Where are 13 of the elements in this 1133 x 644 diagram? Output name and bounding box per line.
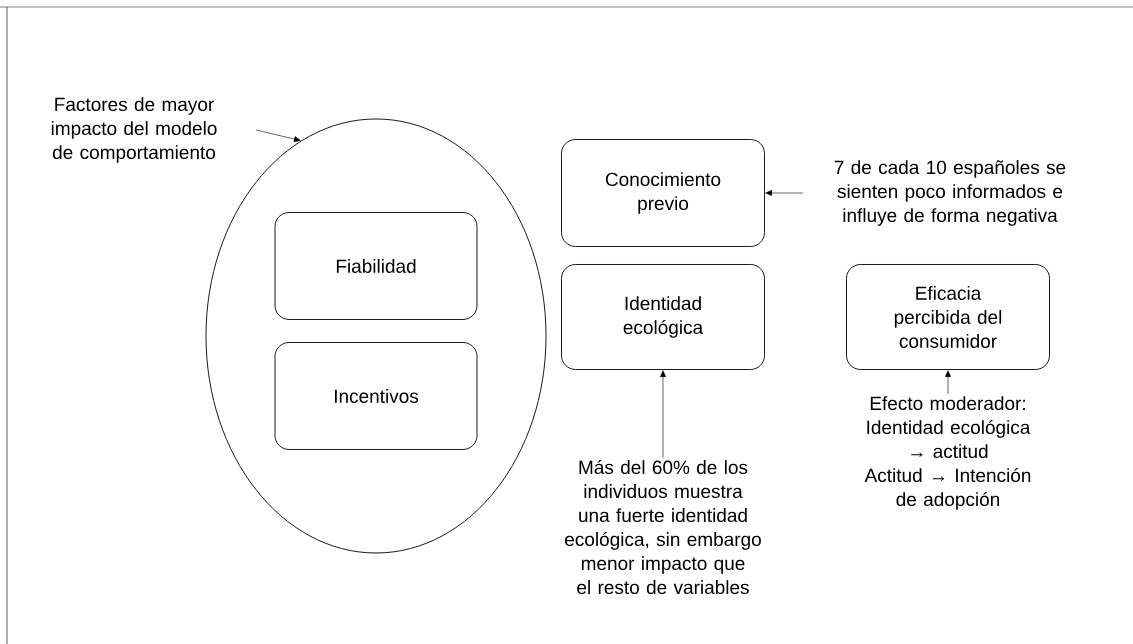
- rounded-box: Conocimiento previo: [561, 139, 765, 247]
- text-annotation: Factores de mayor impacto del modelo de comportamiento: [51, 97, 217, 163]
- arrow: [660, 370, 666, 458]
- rounded-box: Identidad ecológica: [561, 264, 765, 370]
- rounded-box: Fiabilidad: [274, 212, 478, 320]
- arrow: [765, 190, 804, 196]
- text-annotation: 7 de cada 10 españoles se sienten poco informados e influye de forma negativa: [834, 160, 1066, 226]
- arrow: [945, 370, 951, 395]
- rounded-box: Eficacia percibida del consumidor: [846, 264, 1050, 370]
- text-annotation: Más del 60% de los individuos muestra una fuerte identidad ecológica, sin embargo menor impacto que el resto de variables: [565, 459, 761, 595]
- arrow: [255, 129, 301, 142]
- rounded-box: Incentivos: [274, 342, 478, 450]
- text-annotation: Efecto moderador: Identidad ecológica → actitud Actitud → Intención de adopción: [864, 396, 1031, 510]
